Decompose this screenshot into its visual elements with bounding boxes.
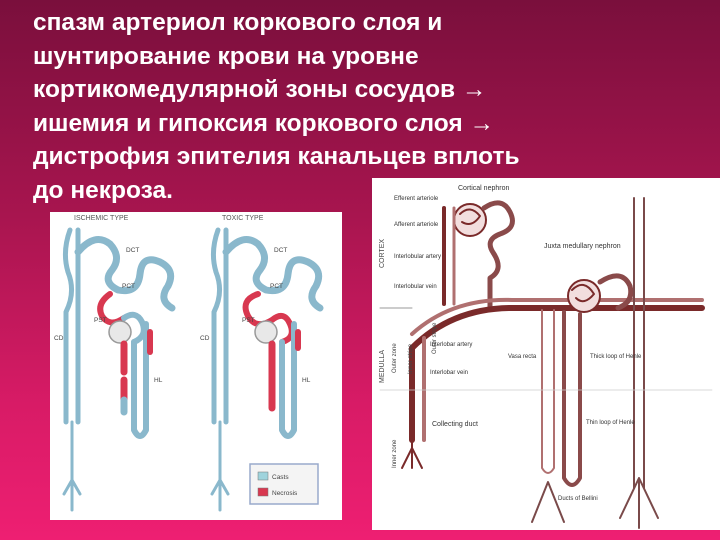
- thick-loop-label: Thick loop of Henle: [590, 354, 642, 360]
- cortical-capillary-tuft: [459, 208, 481, 225]
- outer-zone-label: Outer zone: [392, 343, 398, 373]
- outer-stripe-label: Outer stripe: [432, 322, 438, 354]
- toxic-hl-label: HL: [302, 377, 311, 384]
- ducts-of-bellini-label: Ducts of Bellini: [558, 496, 598, 502]
- cortical-tubule: [481, 200, 515, 311]
- toxic-pst-label: PST: [242, 317, 255, 324]
- legend-casts-swatch: [257, 471, 269, 481]
- long-loop-of-henle: [562, 310, 582, 487]
- figure-legend: Casts Necrosis: [249, 463, 319, 505]
- afferent-arteriole-label: Afferent arteriole: [394, 222, 439, 228]
- ischemic-loop-of-henle: [131, 321, 149, 439]
- ischemic-type-label: ISCHEMIC TYPE: [74, 215, 129, 222]
- toxic-loop-of-henle: [279, 321, 297, 439]
- toxic-duct-base: [210, 420, 230, 512]
- juxtamedullary-nephron-label: Juxta medullary nephron: [544, 243, 621, 250]
- efferent-arteriole-label: Efferent arteriole: [394, 196, 439, 202]
- title-line-3: кортикомедулярной зоны сосудов →: [33, 76, 487, 103]
- arcuate-vein: [410, 297, 704, 336]
- ischemic-dct-label: DCT: [126, 247, 139, 254]
- renal-vasculature-diagram: CORTEX MEDULLA Outer zone Inner zone Inn…: [379, 185, 713, 529]
- title-line-4: ишемия и гипоксия коркового слоя →: [33, 109, 494, 137]
- ischemic-dct: [74, 236, 176, 312]
- ischemic-pct-label: PCT: [122, 283, 135, 290]
- legend-box: [249, 463, 319, 505]
- tubular-necrosis-figure: ISCHEMIC TYPE TOXIC TYPE CD: [50, 212, 342, 520]
- toxic-collecting-duct: [210, 227, 229, 425]
- toxic-type-label: TOXIC TYPE: [222, 215, 264, 222]
- duct-of-bellini: [619, 477, 659, 529]
- duct-of-bellini-2: [531, 481, 565, 523]
- legend-necrosis-swatch: [257, 487, 269, 497]
- tubular-necrosis-diagram: ISCHEMIC TYPE TOXIC TYPE CD: [54, 215, 324, 512]
- interlobar-artery-label: Interlobar artery: [430, 342, 472, 348]
- title-line-5: дистрофия эпителия канальцев вплоть: [33, 143, 520, 170]
- vasa-recta: [541, 309, 555, 474]
- slide-title: спазм артериол коркового слоя и шунтиров…: [33, 6, 713, 207]
- renal-vasculature-figure: CORTEX MEDULLA Outer zone Inner zone Inn…: [372, 178, 720, 530]
- interlobar-branch: [401, 439, 423, 469]
- toxic-dct: [222, 236, 324, 312]
- ischemic-glomerulus: [108, 320, 132, 344]
- thin-loop-label: Thin loop of Henle: [586, 420, 635, 426]
- ischemic-nephron: [62, 227, 176, 512]
- toxic-nephron: [210, 227, 324, 512]
- title-line-6: до некроза.: [33, 176, 173, 204]
- title-line-1: спазм артериол коркового слоя и: [33, 9, 443, 36]
- ischemic-cd-label: CD: [54, 335, 64, 342]
- toxic-dct-label: DCT: [274, 247, 287, 254]
- collecting-duct-label: Collecting duct: [432, 421, 478, 428]
- inner-zone-label: Inner zone: [392, 439, 398, 468]
- legend-casts-label: Casts: [272, 474, 289, 481]
- inner-stripe-label: Inner stripe: [408, 343, 414, 374]
- cortex-label: CORTEX: [379, 239, 386, 268]
- vasa-recta-label: Vasa recta: [508, 354, 537, 360]
- interlobular-artery-label: Interlobular artery: [394, 254, 441, 260]
- toxic-pct-label: PCT: [270, 283, 283, 290]
- collecting-duct: [633, 197, 645, 489]
- toxic-glomerulus: [254, 320, 278, 344]
- medulla-label: MEDULLA: [379, 350, 386, 383]
- ischemic-duct-base: [62, 420, 82, 512]
- ischemic-collecting-duct: [62, 227, 81, 425]
- juxtamedullary-glomerulus: [567, 279, 601, 313]
- ischemic-pct: [121, 311, 147, 345]
- ischemic-pst-label: PST: [94, 317, 107, 324]
- juxtamedullary-capillary-tuft: [571, 283, 595, 303]
- legend-necrosis-label: Necrosis: [272, 490, 298, 497]
- toxic-cd-label: CD: [200, 335, 210, 342]
- interlobular-vein-label: Interlobular vein: [394, 284, 437, 290]
- juxtamedullary-tubule: [597, 273, 634, 311]
- interlobar-vein-label: Interlobar vein: [430, 370, 468, 376]
- ischemic-hl-label: HL: [154, 377, 163, 384]
- cortical-nephron-label: Cortical nephron: [458, 185, 509, 192]
- title-line-2: шунтирование крови на уровне: [33, 42, 419, 70]
